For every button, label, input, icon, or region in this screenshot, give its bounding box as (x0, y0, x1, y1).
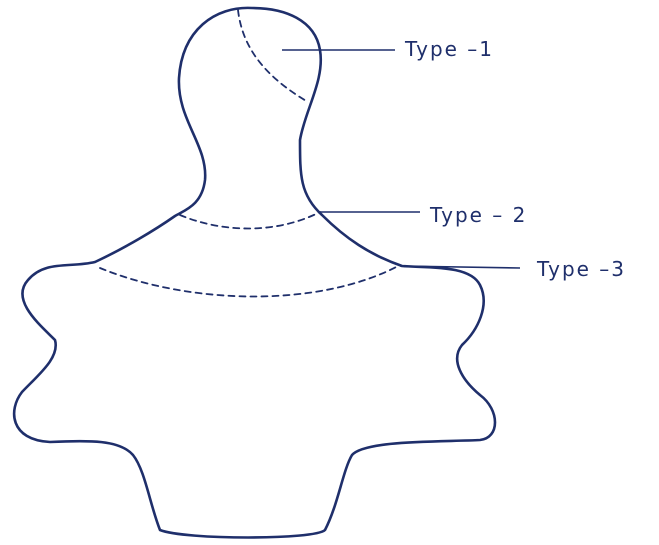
type2-boundary (180, 212, 320, 229)
type1-label: Type –1 (404, 37, 494, 61)
outline-shape (14, 8, 495, 538)
type2-label: Type – 2 (429, 203, 527, 227)
type3-boundary (100, 265, 400, 297)
type1-boundary (238, 10, 308, 102)
type3-label: Type –3 (536, 257, 626, 281)
